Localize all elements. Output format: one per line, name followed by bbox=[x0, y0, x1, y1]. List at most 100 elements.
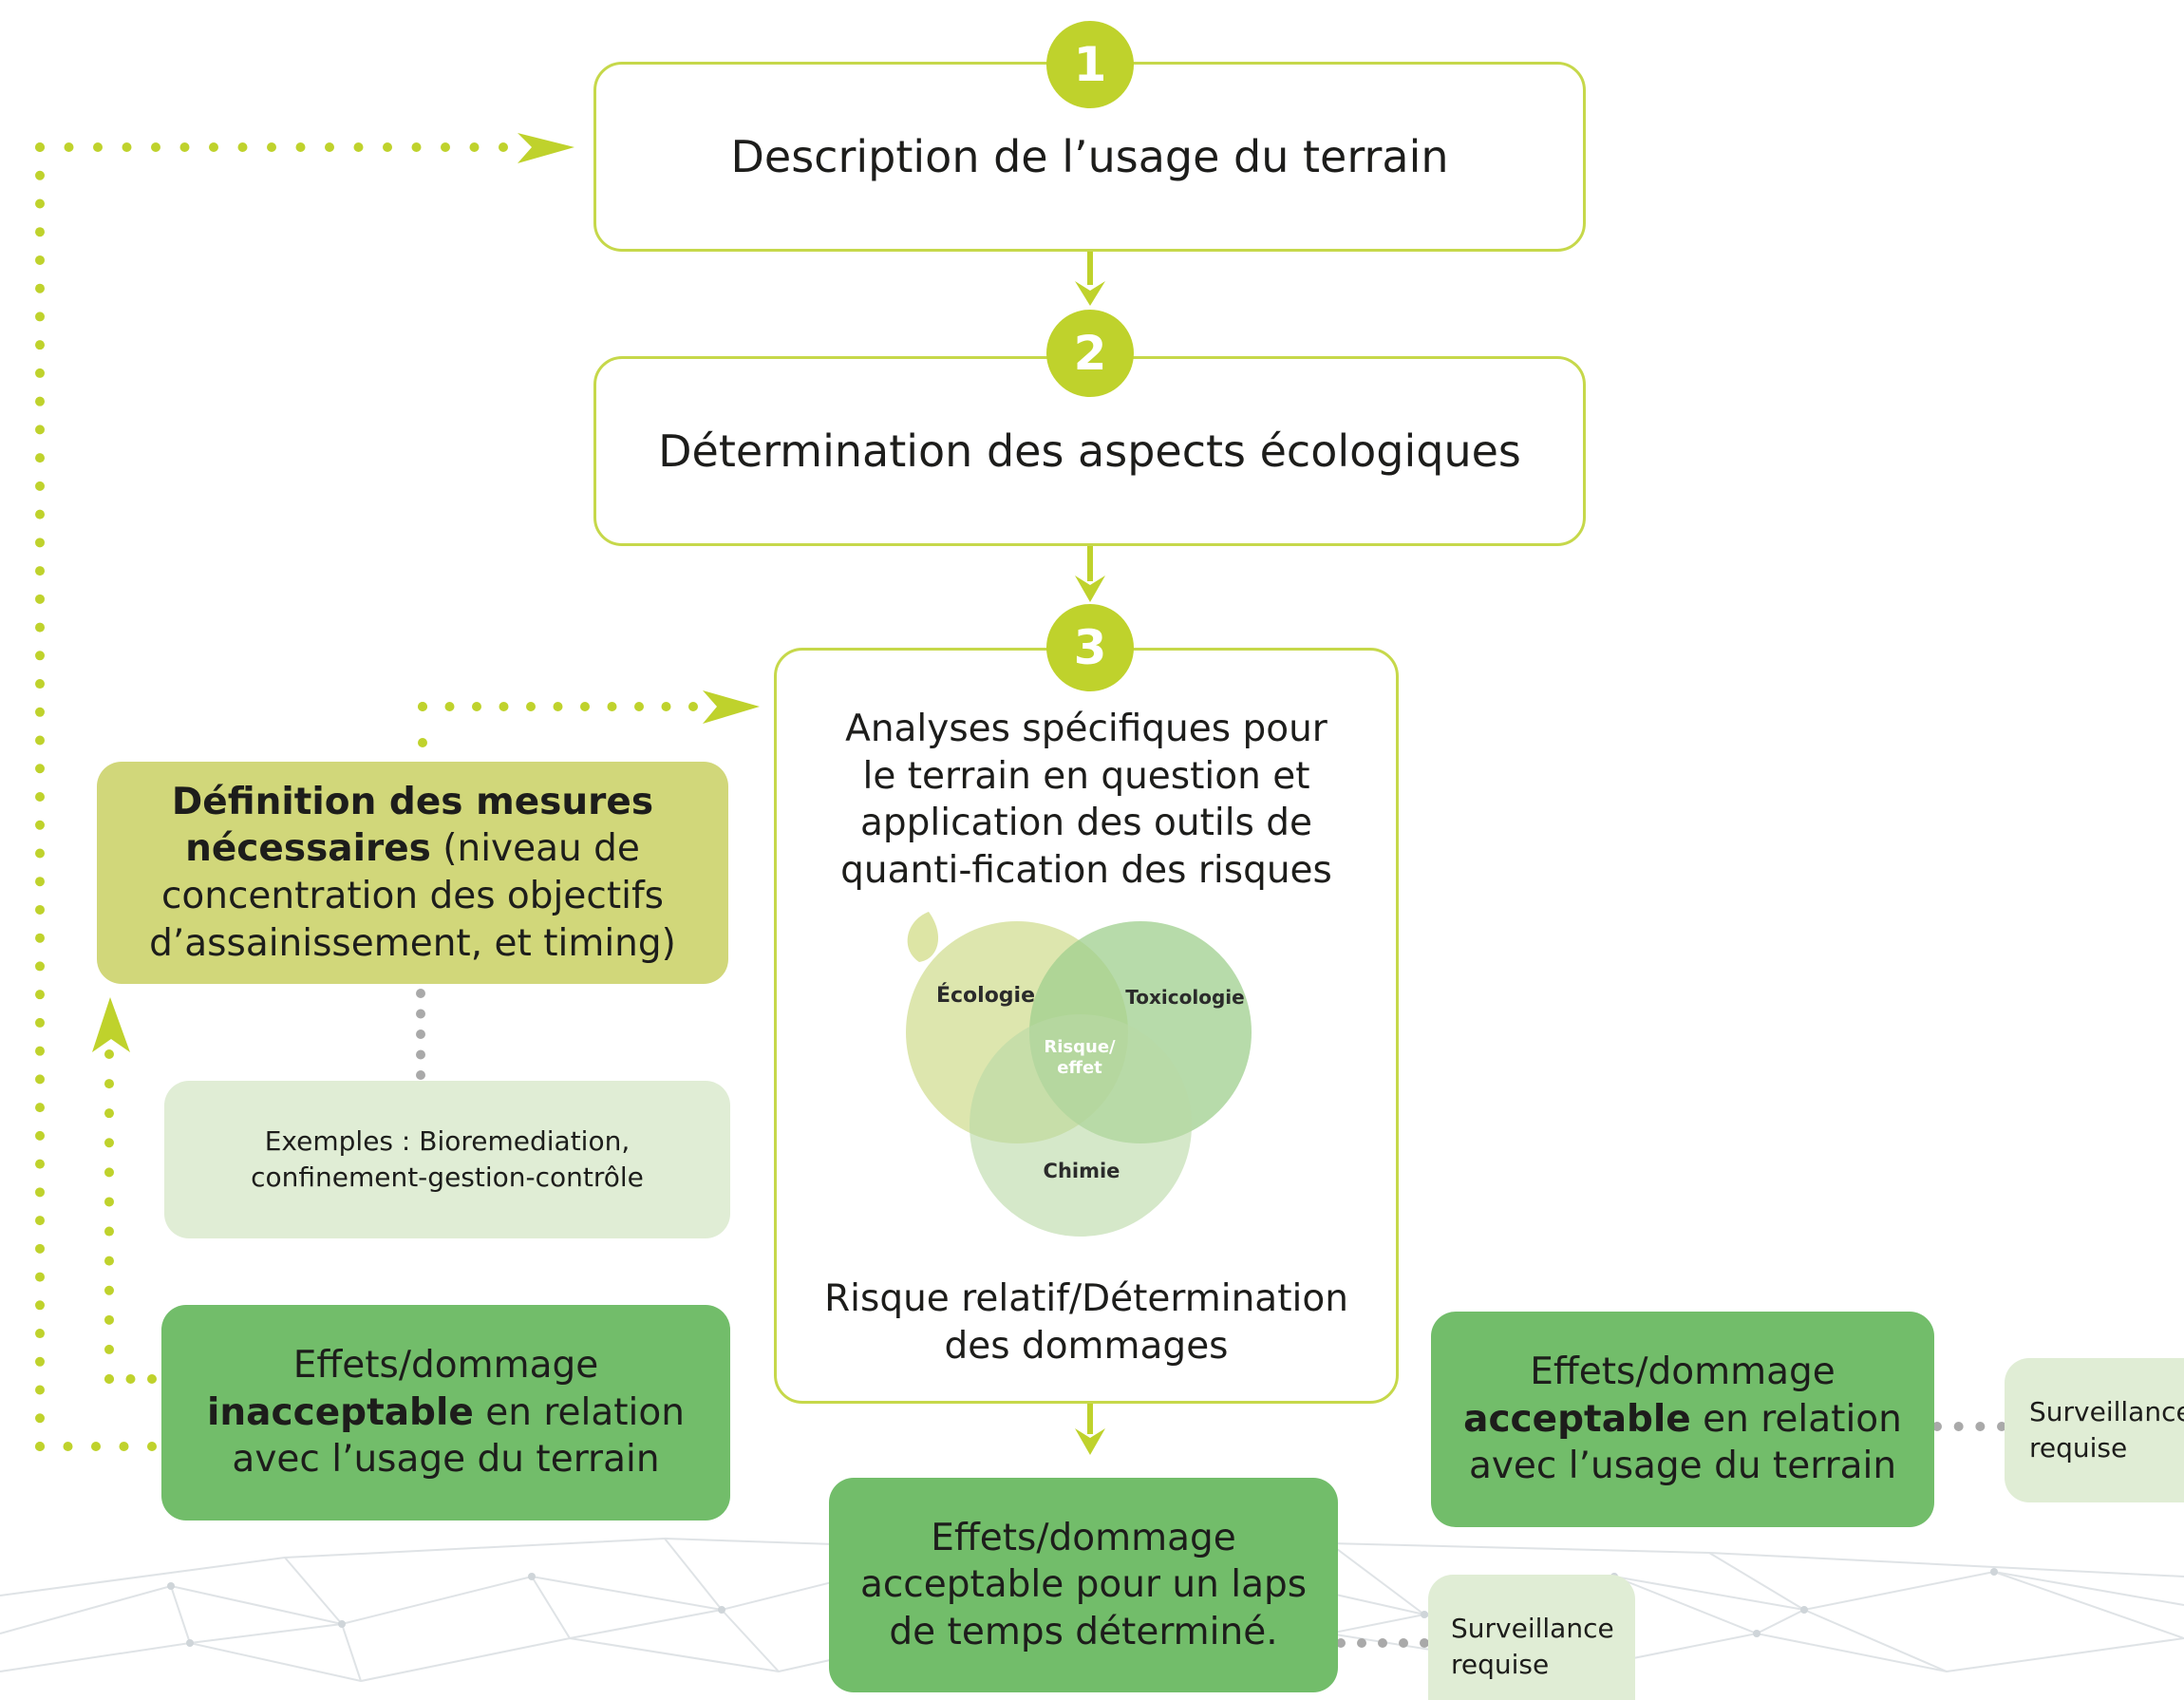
arrowheads bbox=[92, 133, 760, 1052]
measures-text-3: concentration des objectifs bbox=[160, 875, 665, 917]
connector-dot bbox=[104, 1079, 114, 1089]
unacceptable-bold: inacceptable bbox=[207, 1390, 474, 1434]
connector-dot bbox=[1997, 1422, 2006, 1431]
step1-box: Description de l’usage du terrain bbox=[593, 62, 1586, 252]
measures-link-dots bbox=[418, 702, 698, 747]
connector-dot bbox=[147, 1442, 157, 1451]
connector-dot bbox=[35, 679, 45, 689]
measures-bold: nécessaires bbox=[185, 827, 431, 871]
acceptable-line-3: avec l’usage du terrain bbox=[1468, 1445, 1897, 1488]
connector-dot bbox=[93, 142, 103, 152]
step3-result-line-2: des dommages bbox=[944, 1324, 1229, 1368]
measures-text-2: (niveau de bbox=[430, 827, 640, 871]
connector-dot bbox=[35, 396, 45, 406]
connector-dot bbox=[35, 792, 45, 802]
step2-number-badge: 2 bbox=[1046, 310, 1134, 397]
connector-dot bbox=[35, 481, 45, 491]
connector-dot bbox=[418, 702, 427, 711]
connector-dot bbox=[35, 142, 45, 152]
connector-dot bbox=[267, 142, 276, 152]
surveillance-right-box: Surveillance requise bbox=[2005, 1358, 2184, 1502]
connector-dot bbox=[472, 702, 481, 711]
connector-dot bbox=[104, 1374, 114, 1384]
arrow-to-step1 bbox=[518, 133, 574, 163]
connector-dot bbox=[35, 425, 45, 435]
connector-dot bbox=[104, 1226, 114, 1237]
step3-line-2: le terrain en question et bbox=[862, 754, 1310, 798]
arrow-2-to-3 bbox=[1075, 576, 1105, 602]
connector-dot bbox=[35, 283, 45, 293]
connector-dot bbox=[35, 1329, 45, 1339]
venn-diagram: Écologie Toxicologie Chimie Risque/ effe… bbox=[906, 912, 1252, 1237]
venn-center-label-2: effet bbox=[1057, 1058, 1102, 1078]
connector-dot bbox=[35, 340, 45, 350]
connector-dot bbox=[607, 702, 617, 711]
connector-dot bbox=[35, 566, 45, 576]
arrow-1-to-2 bbox=[1075, 281, 1105, 306]
connector-dot bbox=[35, 170, 45, 180]
acceptable-temporary-box: Effets/dommage acceptable pour un laps d… bbox=[829, 1478, 1338, 1692]
connector-dot bbox=[634, 702, 644, 711]
measures-box: Définition des mesures nécessaires (nive… bbox=[97, 762, 728, 984]
examples-link-dots bbox=[416, 989, 425, 1080]
connector-dot bbox=[119, 1442, 129, 1451]
connector-dot bbox=[35, 1046, 45, 1056]
measures-title: Définition des mesures bbox=[171, 780, 654, 823]
connector-dot bbox=[35, 848, 45, 859]
connector-dot bbox=[444, 702, 455, 711]
connector-dot bbox=[353, 142, 364, 152]
connector-dot bbox=[1357, 1638, 1366, 1648]
step1-label: Description de l’usage du terrain bbox=[730, 130, 1449, 182]
surveillance-right-line-2: requise bbox=[2029, 1431, 2128, 1464]
connector-dot bbox=[1953, 1422, 1964, 1431]
connector-dot bbox=[35, 1074, 45, 1085]
leaf-icon bbox=[907, 912, 939, 962]
connector-dot bbox=[35, 227, 45, 237]
connector-dot bbox=[179, 142, 190, 152]
connector-dot bbox=[35, 735, 45, 746]
connector-dot bbox=[63, 1442, 73, 1451]
connector-dot bbox=[35, 1187, 45, 1198]
connector-dot bbox=[35, 961, 45, 972]
connector-dot bbox=[104, 1314, 114, 1325]
connector-dot bbox=[64, 142, 74, 152]
connector-dot bbox=[661, 702, 671, 711]
venn-center-label-1: Risque/ bbox=[1044, 1037, 1116, 1057]
connector-dot bbox=[469, 142, 480, 152]
step3-number: 3 bbox=[1073, 620, 1107, 675]
connector-dot bbox=[35, 1385, 45, 1395]
unacceptable-line-1: Effets/dommage bbox=[292, 1344, 599, 1388]
connector-dot bbox=[325, 142, 334, 152]
step1-number: 1 bbox=[1073, 37, 1107, 92]
connector-dot bbox=[35, 312, 45, 322]
connector-dot bbox=[526, 702, 536, 711]
connector-dot bbox=[104, 1138, 114, 1148]
acceptable-temporary-line-3: de temps déterminé. bbox=[889, 1610, 1278, 1653]
acceptable-temporary-line-2: acceptable pour un laps bbox=[859, 1563, 1308, 1607]
acceptable-line-2: en relation bbox=[1690, 1397, 1902, 1441]
examples-line-1: Exemples : Bioremediation, bbox=[264, 1125, 631, 1158]
connector-dot bbox=[35, 453, 45, 463]
connector-dot bbox=[35, 1243, 45, 1254]
step2-label: Détermination des aspects écologiques bbox=[658, 425, 1521, 477]
connector-dot bbox=[35, 904, 45, 915]
connector-dot bbox=[147, 1374, 157, 1384]
examples-line-2: confinement-gestion-contrôle bbox=[251, 1162, 644, 1193]
arrow-3-to-outcome bbox=[1075, 1428, 1105, 1455]
unacceptable-box: Effets/dommage inacceptable en relation … bbox=[161, 1305, 730, 1521]
connector-dot bbox=[35, 1216, 45, 1226]
connector-dot bbox=[416, 1009, 425, 1019]
connector-dot bbox=[416, 989, 425, 998]
step3-line-1: Analyses spécifiques pour bbox=[845, 708, 1327, 750]
connector-dot bbox=[35, 622, 45, 633]
inner-loop-dots bbox=[104, 1049, 157, 1384]
outer-loop-dots bbox=[35, 142, 508, 1451]
connector-dot bbox=[416, 1029, 425, 1039]
connector-dot bbox=[295, 142, 306, 152]
connector-dot bbox=[35, 368, 45, 378]
connector-dot bbox=[411, 142, 422, 152]
unacceptable-line-3: avec l’usage du terrain bbox=[232, 1438, 660, 1482]
connector-dot bbox=[104, 1108, 114, 1119]
connector-dot bbox=[35, 1413, 45, 1424]
